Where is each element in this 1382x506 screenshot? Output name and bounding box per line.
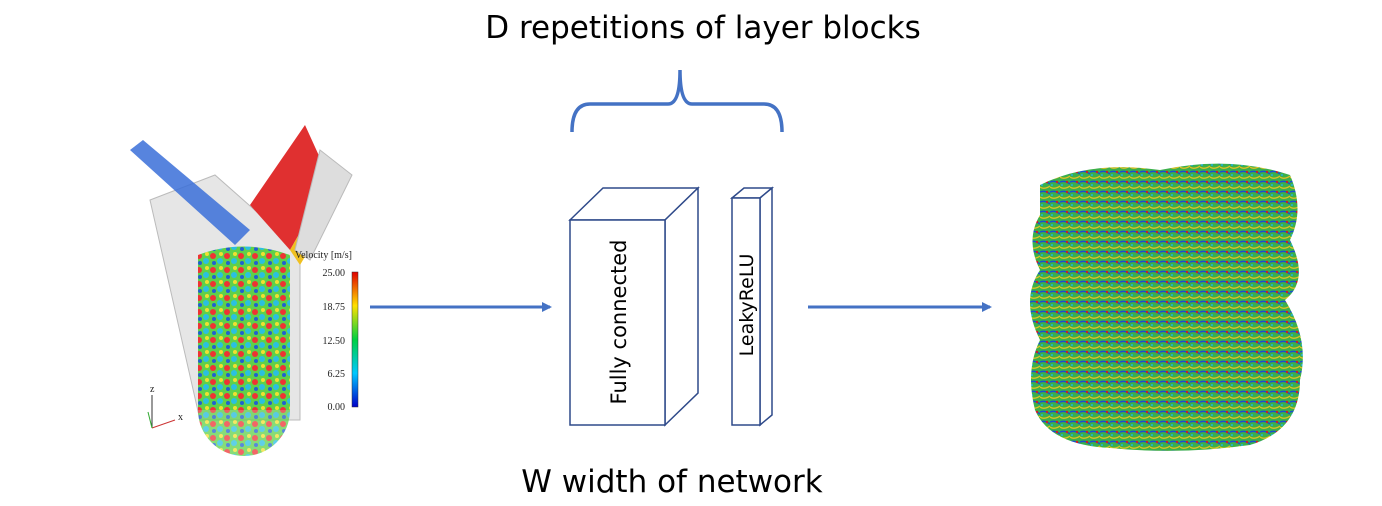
leakyrelu-label: LeakyReLU (736, 254, 758, 357)
svg-text:18.75: 18.75 (323, 302, 346, 313)
svg-text:z: z (150, 384, 155, 395)
turbulence-output-image (1030, 163, 1303, 451)
fully-connected-block (568, 186, 700, 427)
colorbar (351, 271, 359, 408)
cfd-velocity-image: z x Velocity [m/s] 25.00 18.75 12.50 6.2… (130, 125, 359, 456)
svg-text:12.50: 12.50 (323, 336, 346, 347)
axis-triad-icon: z x (147, 384, 183, 429)
brace (570, 69, 784, 133)
leakyrelu-block (729, 186, 775, 427)
svg-text:6.25: 6.25 (328, 369, 346, 380)
svg-text:0.00: 0.00 (328, 402, 346, 413)
footer-caption: W width of network (521, 464, 822, 500)
colorbar-title: Velocity [m/s] (295, 250, 352, 261)
svg-text:x: x (178, 412, 183, 423)
svg-text:25.00: 25.00 (323, 268, 346, 279)
title: D repetitions of layer blocks (485, 10, 921, 46)
fully-connected-label: Fully connected (607, 240, 631, 405)
